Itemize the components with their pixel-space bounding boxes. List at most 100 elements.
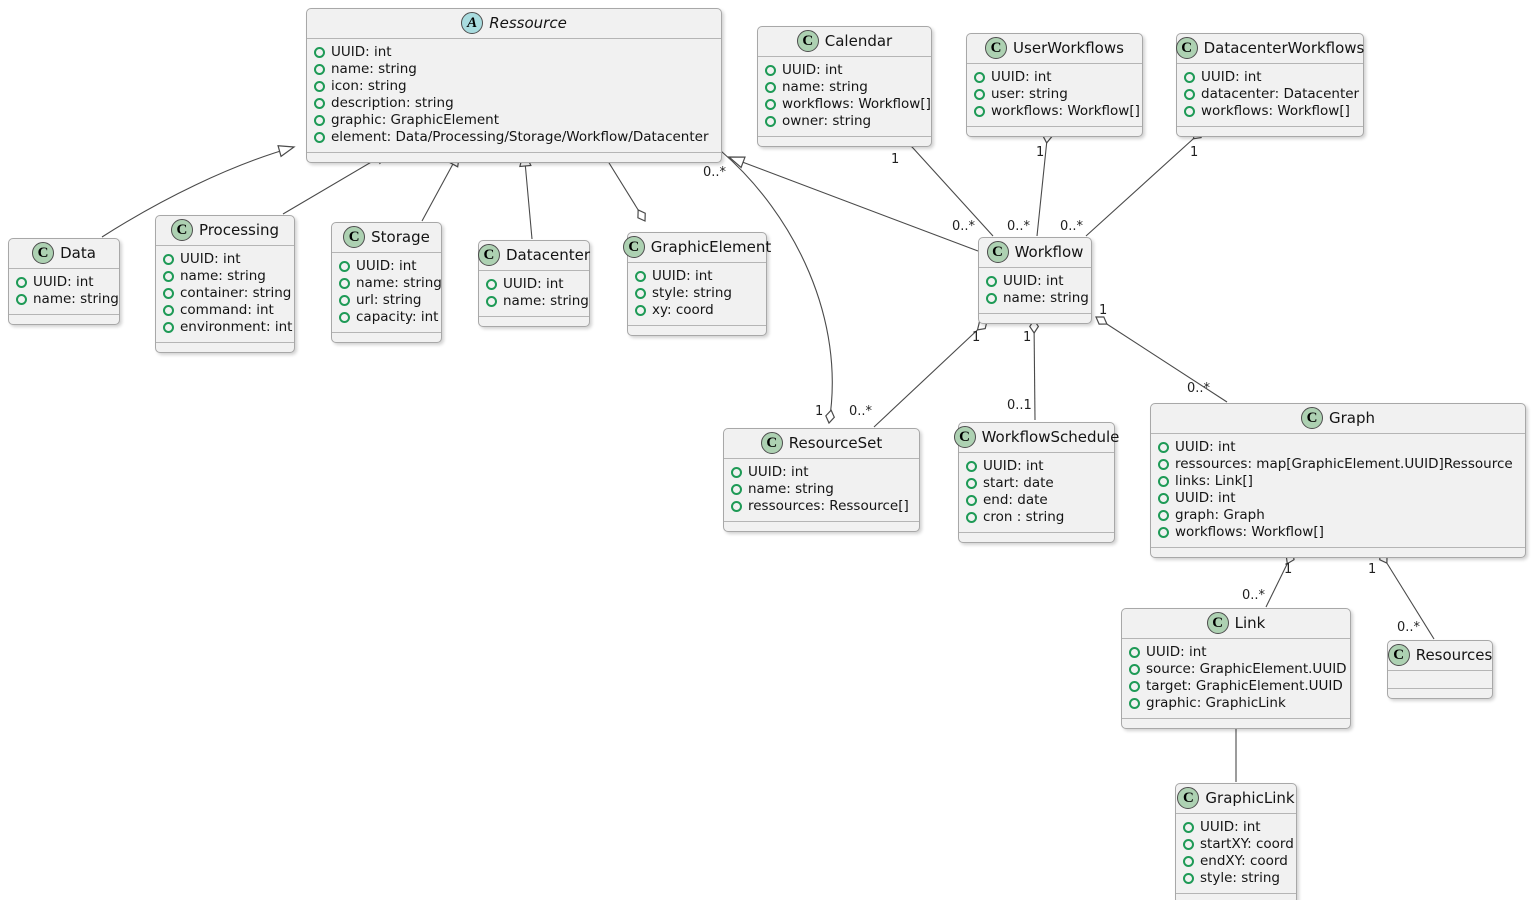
multiplicity-label: 0..* <box>703 165 727 180</box>
attribute-text: target: GraphicElement.UUID <box>1146 678 1343 694</box>
class-title: C Processing <box>156 216 294 246</box>
attribute: links: Link[] <box>1158 473 1517 490</box>
attribute-text: source: GraphicElement.UUID <box>1146 661 1347 677</box>
attribute: UUID: int <box>986 273 1083 290</box>
class-badge-icon: C <box>985 37 1008 59</box>
attribute: UUID: int <box>974 69 1134 86</box>
attribute: UUID: int <box>1129 644 1342 661</box>
attribute: container: string <box>163 285 291 302</box>
class-title: C Workflow <box>979 238 1091 268</box>
field-visibility-icon <box>486 296 497 307</box>
attribute-text: cron : string <box>983 509 1065 525</box>
attribute: UUID: int <box>1158 439 1517 456</box>
field-visibility-icon <box>986 276 997 287</box>
attribute-text: UUID: int <box>652 268 713 284</box>
attribute: UUID: int <box>486 276 581 293</box>
attribute: startXY: coord <box>1183 836 1294 853</box>
field-visibility-icon <box>765 82 776 93</box>
attribute-text: environment: int <box>180 319 293 335</box>
field-visibility-icon <box>635 288 646 299</box>
multiplicity-label: 1 <box>891 152 899 167</box>
class-name: Link <box>1234 614 1266 632</box>
field-visibility-icon <box>314 115 325 126</box>
class-resources: C Resources <box>1387 640 1493 699</box>
attribute: owner: string <box>765 113 923 130</box>
class-name: Workflow <box>1014 243 1084 261</box>
class-methods-compartment <box>9 315 119 324</box>
multiplicity-label: 0..* <box>1060 219 1084 234</box>
attribute: UUID: int <box>966 458 1106 475</box>
class-methods-compartment <box>479 317 589 326</box>
attribute-text: ressources: map[GraphicElement.UUID]Ress… <box>1175 456 1513 472</box>
attribute: ressources: map[GraphicElement.UUID]Ress… <box>1158 456 1517 473</box>
field-visibility-icon <box>966 495 977 506</box>
attribute-text: element: Data/Processing/Storage/Workflo… <box>331 129 709 145</box>
class-methods-compartment <box>1176 894 1296 900</box>
class-badge-icon: C <box>796 30 819 52</box>
attribute-text: UUID: int <box>1175 490 1236 506</box>
attribute-text: startXY: coord <box>1200 836 1294 852</box>
field-visibility-icon <box>16 294 27 305</box>
field-visibility-icon <box>731 467 742 478</box>
attribute: environment: int <box>163 319 292 336</box>
field-visibility-icon <box>16 277 27 288</box>
multiplicity-label: 1 <box>1023 330 1031 345</box>
attribute-text: user: string <box>991 86 1068 102</box>
attribute: UUID: int <box>16 274 111 291</box>
attribute: start: date <box>966 475 1106 492</box>
attribute-text: UUID: int <box>33 274 94 290</box>
field-visibility-icon <box>163 254 174 265</box>
attribute-text: style: string <box>652 285 732 301</box>
field-visibility-icon <box>1183 856 1194 867</box>
class-methods-compartment <box>156 343 294 352</box>
class-badge-icon: C <box>1300 407 1323 429</box>
attribute-text: graphic: GraphicElement <box>331 112 500 128</box>
field-visibility-icon <box>339 261 350 272</box>
multiplicity-label: 1 <box>1036 145 1044 160</box>
field-visibility-icon <box>974 72 985 83</box>
class-methods-compartment <box>979 314 1091 323</box>
class-badge-icon: C <box>477 244 500 266</box>
attribute: icon: string <box>314 78 713 95</box>
class-name: Data <box>60 244 96 262</box>
attribute-text: UUID: int <box>356 258 417 274</box>
class-name: GraphicElement <box>650 238 772 256</box>
class-title: C Graph <box>1151 404 1525 434</box>
attribute: name: string <box>163 268 286 285</box>
field-visibility-icon <box>1129 698 1140 709</box>
class-title: C ResourceSet <box>724 429 919 459</box>
attribute: UUID: int <box>339 258 433 275</box>
edge-graph-aggregates-link <box>1265 551 1295 608</box>
attribute-text: end: date <box>983 492 1048 508</box>
attribute-text: graph: Graph <box>1175 507 1265 523</box>
class-methods-compartment <box>758 137 931 146</box>
attribute: UUID: int <box>731 464 911 481</box>
attribute-text: UUID: int <box>331 44 392 60</box>
abstract-badge-icon: A <box>461 12 484 34</box>
class-title: C Resources <box>1387 641 1492 671</box>
class-methods-compartment <box>332 333 441 342</box>
class-name: DatacenterWorkflows <box>1203 39 1365 57</box>
attribute-text: name: string <box>356 275 442 291</box>
attribute: workflows: Workflow[] <box>765 96 931 113</box>
attribute: url: string <box>339 292 433 309</box>
class-badge-icon: C <box>32 242 55 264</box>
attribute-text: UUID: int <box>782 62 843 78</box>
attribute-text: start: date <box>983 475 1054 491</box>
attribute: user: string <box>974 86 1134 103</box>
field-visibility-icon <box>966 512 977 523</box>
field-visibility-icon <box>1184 72 1195 83</box>
attribute: name: string <box>339 275 442 292</box>
attribute-text: UUID: int <box>1200 819 1261 835</box>
field-visibility-icon <box>1158 493 1169 504</box>
